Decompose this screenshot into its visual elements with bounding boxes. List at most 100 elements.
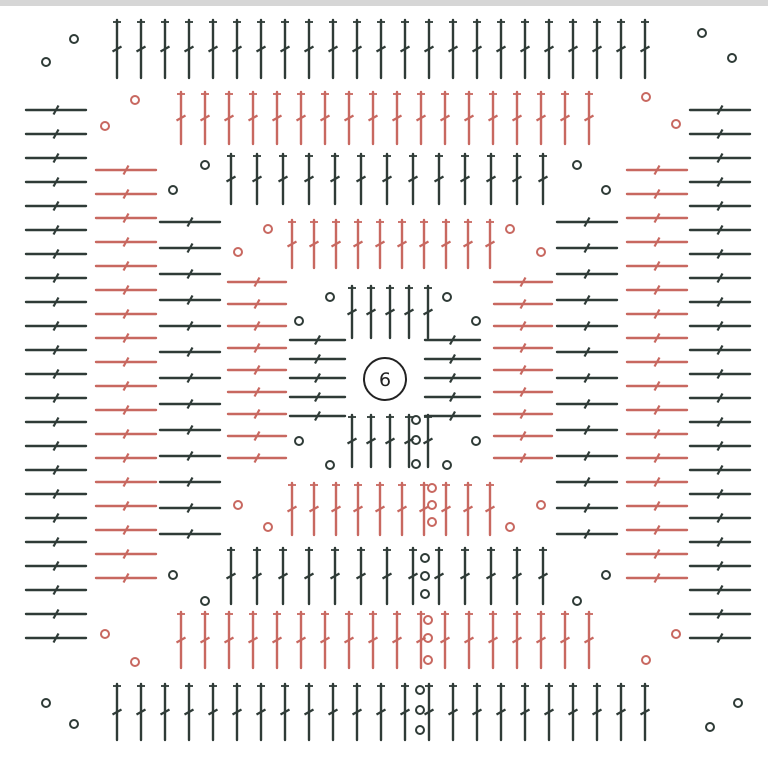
double-crochet-stitch [247, 610, 259, 670]
double-crochet-stitch [555, 476, 619, 488]
double-crochet-stitch [396, 481, 408, 537]
double-crochet-stitch [625, 452, 689, 464]
chain-stitch [69, 34, 79, 44]
chain-stitch [733, 698, 743, 708]
double-crochet-stitch [688, 488, 752, 500]
double-crochet-stitch [688, 584, 752, 596]
chain-stitch [263, 224, 273, 234]
double-crochet-stitch [555, 424, 619, 436]
double-crochet-stitch [433, 546, 445, 606]
chain-stitch [130, 657, 140, 667]
double-crochet-stitch [352, 218, 364, 270]
double-crochet-stitch [381, 546, 393, 606]
double-crochet-stitch [94, 548, 158, 560]
double-crochet-stitch [688, 152, 752, 164]
double-crochet-stitch [94, 260, 158, 272]
double-crochet-stitch [279, 18, 291, 80]
chain-stitch [168, 185, 178, 195]
double-crochet-stitch [226, 342, 288, 354]
double-crochet-stitch [495, 18, 507, 80]
double-crochet-stitch [226, 364, 288, 376]
double-crochet-stitch [94, 164, 158, 176]
chain-stitch [536, 247, 546, 257]
double-crochet-stitch [375, 18, 387, 80]
chain-stitch [233, 500, 243, 510]
double-crochet-stitch [94, 380, 158, 392]
double-crochet-stitch [537, 152, 549, 206]
double-crochet-stitch [24, 128, 88, 140]
double-crochet-stitch [279, 682, 291, 742]
double-crochet-stitch [94, 404, 158, 416]
center-round-number: 6 [379, 369, 391, 391]
double-crochet-stitch [384, 413, 396, 469]
double-crochet-stitch [355, 546, 367, 606]
double-crochet-stitch [688, 176, 752, 188]
double-crochet-stitch [94, 284, 158, 296]
chain-stitch [572, 596, 582, 606]
double-crochet-stitch [158, 346, 222, 358]
chain-stitch [423, 655, 433, 665]
double-crochet-stitch [439, 90, 451, 146]
double-crochet-stitch [24, 440, 88, 452]
chain-stitch [671, 119, 681, 129]
double-crochet-stitch [555, 450, 619, 462]
chain-stitch [233, 247, 243, 257]
double-crochet-stitch [24, 248, 88, 260]
double-crochet-stitch [319, 90, 331, 146]
chain-stitch [420, 589, 430, 599]
double-crochet-stitch [418, 481, 430, 537]
chain-stitch [536, 500, 546, 510]
double-crochet-stitch [94, 524, 158, 536]
double-crochet-stitch [94, 356, 158, 368]
chain-stitch [727, 53, 737, 63]
double-crochet-stitch [374, 481, 386, 537]
double-crochet-stitch [111, 18, 123, 80]
double-crochet-stitch [158, 268, 222, 280]
double-crochet-stitch [625, 212, 689, 224]
double-crochet-stitch [175, 90, 187, 146]
double-crochet-stitch [625, 356, 689, 368]
double-crochet-stitch [24, 104, 88, 116]
double-crochet-stitch [255, 18, 267, 80]
double-crochet-stitch [24, 368, 88, 380]
double-crochet-stitch [625, 260, 689, 272]
double-crochet-stitch [423, 334, 482, 346]
double-crochet-stitch [555, 268, 619, 280]
chain-stitch [601, 185, 611, 195]
double-crochet-stitch [625, 332, 689, 344]
double-crochet-stitch [391, 610, 403, 670]
double-crochet-stitch [24, 464, 88, 476]
double-crochet-stitch [94, 308, 158, 320]
chain-stitch [325, 460, 335, 470]
double-crochet-stitch [94, 236, 158, 248]
double-crochet-stitch [583, 610, 595, 670]
chain-stitch [420, 571, 430, 581]
chain-stitch [423, 615, 433, 625]
double-crochet-stitch [346, 284, 358, 340]
chain-stitch [697, 28, 707, 38]
double-crochet-stitch [94, 452, 158, 464]
double-crochet-stitch [231, 18, 243, 80]
double-crochet-stitch [407, 546, 419, 606]
double-crochet-stitch [688, 440, 752, 452]
double-crochet-stitch [625, 380, 689, 392]
double-crochet-stitch [625, 476, 689, 488]
double-crochet-stitch [625, 428, 689, 440]
double-crochet-stitch [422, 284, 434, 340]
double-crochet-stitch [24, 152, 88, 164]
double-crochet-stitch [288, 334, 347, 346]
double-crochet-stitch [492, 298, 554, 310]
double-crochet-stitch [225, 152, 237, 206]
double-crochet-stitch [343, 610, 355, 670]
double-crochet-stitch [535, 90, 547, 146]
double-crochet-stitch [277, 546, 289, 606]
double-crochet-stitch [24, 416, 88, 428]
double-crochet-stitch [352, 481, 364, 537]
double-crochet-stitch [24, 584, 88, 596]
double-crochet-stitch [555, 346, 619, 358]
double-crochet-stitch [367, 90, 379, 146]
chain-stitch [168, 570, 178, 580]
double-crochet-stitch [183, 18, 195, 80]
